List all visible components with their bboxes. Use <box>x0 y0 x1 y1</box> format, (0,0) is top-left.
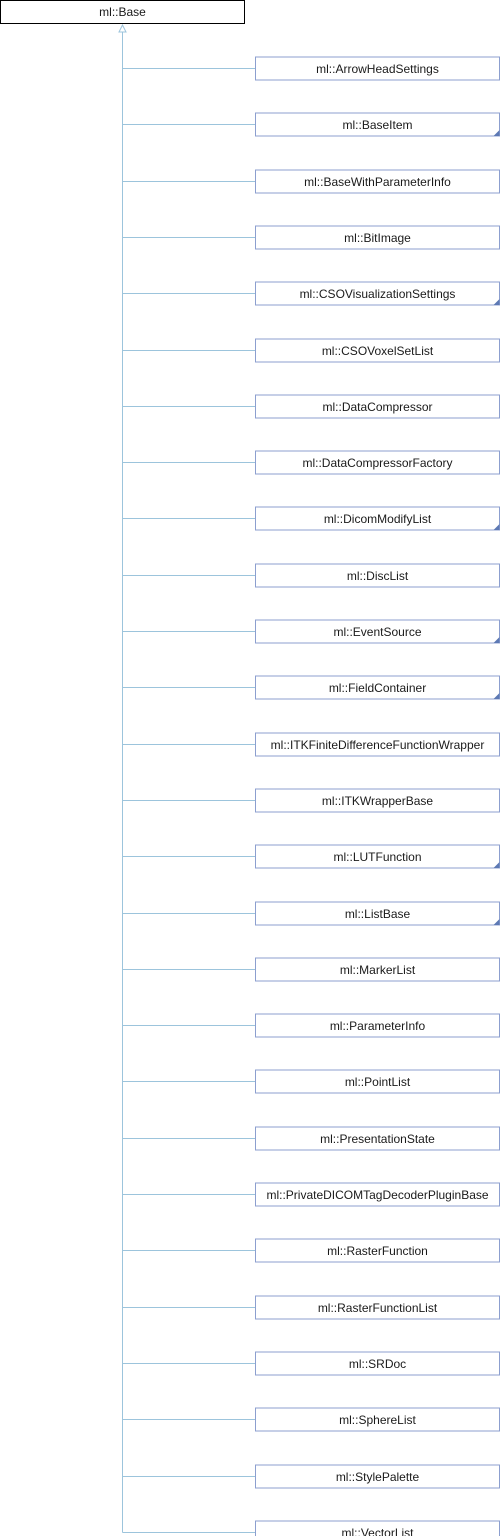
class-node[interactable]: ml::VectorList <box>255 1520 500 1536</box>
class-node-label: ml::ITKWrapperBase <box>322 794 433 808</box>
class-node-label: ml::MarkerList <box>340 963 416 977</box>
inheritance-arrow-icon <box>118 23 127 33</box>
class-node[interactable]: ml::ITKWrapperBase <box>255 788 500 813</box>
class-node-label: ml::ArrowHeadSettings <box>316 62 439 76</box>
more-subclasses-icon <box>493 693 500 699</box>
class-node-label: ml::EventSource <box>333 625 421 639</box>
class-node[interactable]: ml::StylePalette <box>255 1464 500 1489</box>
class-node-label: ml::StylePalette <box>336 1470 420 1484</box>
class-node-label: ml::DataCompressorFactory <box>302 456 452 470</box>
more-subclasses-icon <box>493 637 500 643</box>
class-node[interactable]: ml::DataCompressorFactory <box>255 450 500 475</box>
class-node-label: ml::DataCompressor <box>322 400 432 414</box>
class-node[interactable]: ml::BaseWithParameterInfo <box>255 169 500 194</box>
class-node-label: ml::PresentationState <box>320 1132 435 1146</box>
more-subclasses-icon <box>493 524 500 530</box>
class-node-label: ml::RasterFunction <box>327 1244 428 1258</box>
class-node[interactable]: ml::DicomModifyList <box>255 506 500 531</box>
class-node-label: ml::PointList <box>345 1075 411 1089</box>
class-node-label: ml::BaseWithParameterInfo <box>304 175 451 189</box>
class-node[interactable]: ml::RasterFunctionList <box>255 1295 500 1320</box>
class-node-label: ml::ListBase <box>345 907 411 921</box>
class-node-label: ml::FieldContainer <box>329 681 426 695</box>
class-node[interactable]: ml::ListBase <box>255 901 500 926</box>
root-node[interactable]: ml::Base <box>0 0 245 24</box>
class-node[interactable]: ml::BaseItem <box>255 112 500 137</box>
class-node[interactable]: ml::CSOVoxelSetList <box>255 338 500 363</box>
class-node[interactable]: ml::BitImage <box>255 225 500 250</box>
class-node[interactable]: ml::ParameterInfo <box>255 1013 500 1038</box>
class-node-label: ml::BitImage <box>344 231 411 245</box>
class-node[interactable]: ml::ITKFiniteDifferenceFunctionWrapper <box>255 732 500 757</box>
class-node-label: ml::CSOVisualizationSettings <box>300 287 456 301</box>
more-subclasses-icon <box>493 862 500 868</box>
class-node[interactable]: ml::PresentationState <box>255 1126 500 1151</box>
class-node-label: ml::VectorList <box>341 1526 414 1536</box>
class-node[interactable]: ml::CSOVisualizationSettings <box>255 281 500 306</box>
class-node[interactable]: ml::DiscList <box>255 563 500 588</box>
class-node-label: ml::SphereList <box>339 1413 416 1427</box>
class-node[interactable]: ml::DataCompressor <box>255 394 500 419</box>
class-node[interactable]: ml::PointList <box>255 1069 500 1094</box>
class-node-label: ml::BaseItem <box>342 118 412 132</box>
inheritance-edges <box>118 23 256 1533</box>
more-subclasses-icon <box>493 919 500 925</box>
class-node[interactable]: ml::LUTFunction <box>255 844 500 869</box>
class-node-label: ml::DicomModifyList <box>324 512 432 526</box>
class-node-label: ml::RasterFunctionList <box>318 1301 438 1315</box>
class-node[interactable]: ml::ArrowHeadSettings <box>255 56 500 81</box>
class-node[interactable]: ml::EventSource <box>255 619 500 644</box>
class-node[interactable]: ml::RasterFunction <box>255 1238 500 1263</box>
class-node-label: ml::SRDoc <box>349 1357 406 1371</box>
class-node-label: ml::ParameterInfo <box>330 1019 426 1033</box>
class-node-label: ml::ITKFiniteDifferenceFunctionWrapper <box>271 738 485 752</box>
root-node-label: ml::Base <box>99 5 146 19</box>
more-subclasses-icon <box>493 299 500 305</box>
class-node-label: ml::DiscList <box>347 569 409 583</box>
class-node[interactable]: ml::SRDoc <box>255 1351 500 1376</box>
class-node[interactable]: ml::SphereList <box>255 1407 500 1432</box>
child-nodes: ml::ArrowHeadSettingsml::BaseItemml::Bas… <box>255 56 500 1536</box>
class-node-label: ml::PrivateDICOMTagDecoderPluginBase <box>266 1188 488 1202</box>
class-node-label: ml::LUTFunction <box>333 850 421 864</box>
class-node[interactable]: ml::FieldContainer <box>255 675 500 700</box>
class-node[interactable]: ml::MarkerList <box>255 957 500 982</box>
class-node[interactable]: ml::PrivateDICOMTagDecoderPluginBase <box>255 1182 500 1207</box>
more-subclasses-icon <box>493 130 500 136</box>
class-node-label: ml::CSOVoxelSetList <box>322 344 434 358</box>
